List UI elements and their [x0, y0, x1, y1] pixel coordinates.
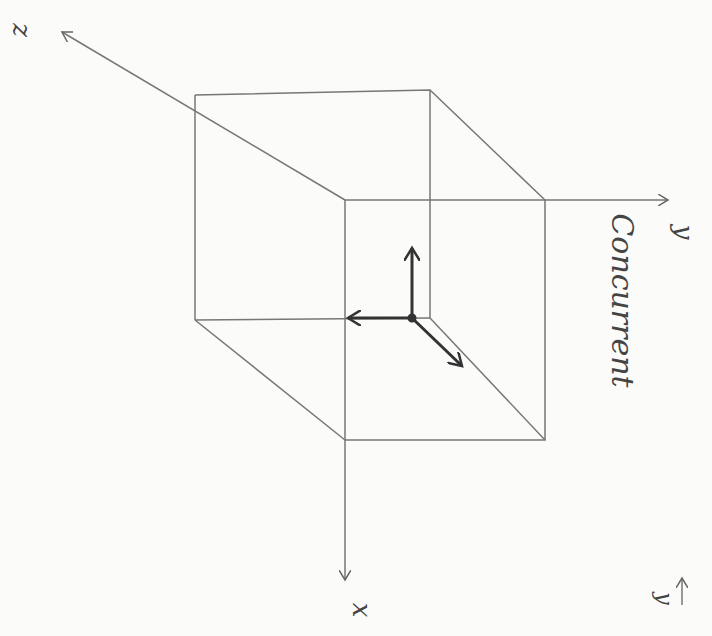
- concurrency-point: [409, 315, 415, 321]
- x-axis: [344, 200, 346, 580]
- cube-edge: [195, 318, 430, 320]
- cube-edge: [429, 90, 431, 318]
- small-arrow: [681, 578, 683, 605]
- z-axis: [62, 32, 345, 200]
- y-axis: [345, 199, 668, 201]
- axis-label: y: [669, 225, 699, 240]
- axis-label: y: [652, 592, 677, 604]
- force-arrow: [412, 318, 462, 366]
- cube-edge: [195, 320, 345, 440]
- force-arrow: [411, 248, 414, 318]
- cube-edge: [430, 318, 545, 440]
- cube-edge: [195, 90, 545, 440]
- cube-edge: [194, 95, 196, 320]
- axis-label: z: [7, 23, 37, 37]
- force-arrow: [348, 317, 412, 320]
- title-note: Concurrent: [605, 213, 640, 387]
- axis-label: x: [347, 603, 377, 618]
